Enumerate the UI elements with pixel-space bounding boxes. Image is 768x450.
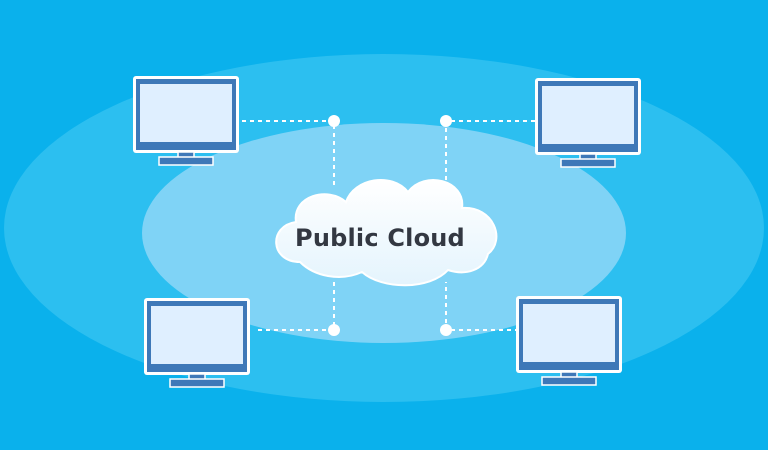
connector-dot	[328, 115, 340, 127]
connector-dot	[328, 324, 340, 336]
monitor-top-right	[535, 78, 641, 168]
cloud-icon	[275, 178, 498, 287]
monitor-bottom-left	[144, 298, 250, 388]
monitor-bottom-right	[516, 296, 622, 386]
connector-dots	[328, 115, 452, 336]
connector-dot	[440, 324, 452, 336]
cloud-label: Public Cloud	[295, 224, 465, 252]
connector-dot	[440, 115, 452, 127]
monitor-top-left	[133, 76, 239, 166]
